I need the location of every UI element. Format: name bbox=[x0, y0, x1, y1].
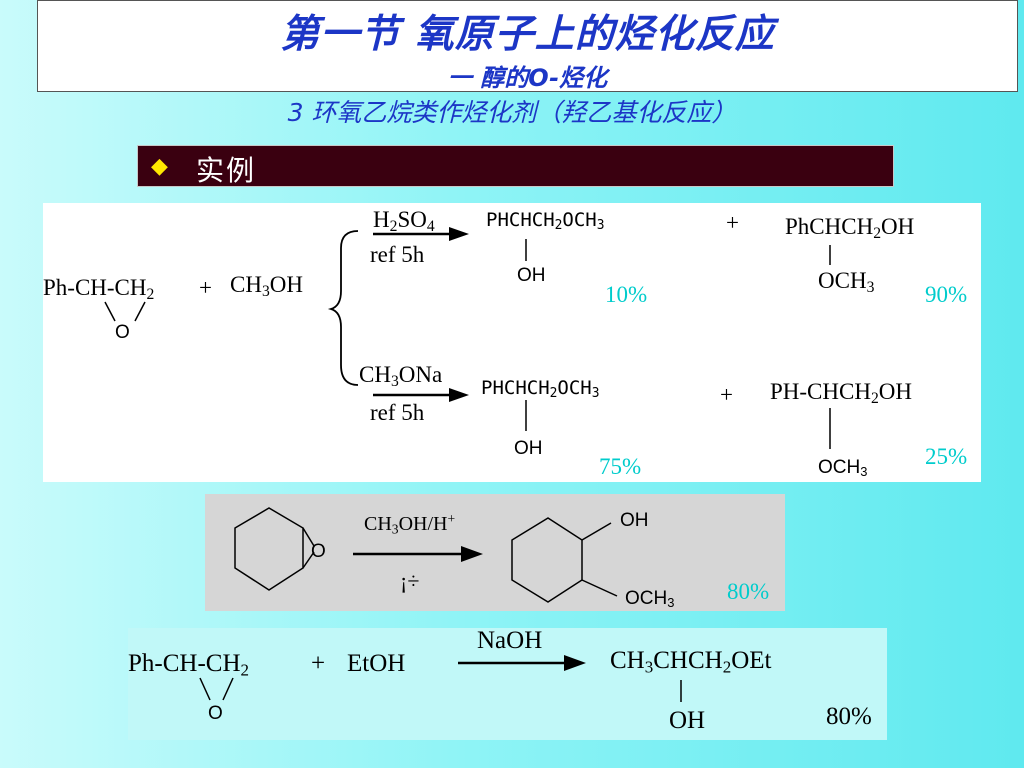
section-heading: 3 环氧乙烷类作烃化剂（羟乙基化反应） bbox=[287, 98, 737, 127]
condition-ch3ona: CH3ONa bbox=[359, 362, 443, 390]
plus-sign: + bbox=[199, 275, 212, 300]
reaction-panel-1: Ph-CH-CH2 O + CH3OH H2SO4 ref 5h PHCHCH2… bbox=[43, 203, 981, 482]
plus-sign: + bbox=[311, 650, 326, 677]
condition-ch3oh-h: CH3OH/H+ bbox=[364, 511, 456, 537]
methanol-formula: CH3OH bbox=[230, 272, 303, 300]
arrow-head-icon bbox=[564, 655, 586, 671]
plus-sign: + bbox=[726, 210, 739, 235]
reaction-panel-2: O CH3OH/H+ ¡÷ OH OCH3 80% bbox=[205, 494, 785, 611]
plus-sign: + bbox=[720, 382, 733, 407]
product-oh: OH bbox=[620, 510, 649, 531]
yield-75: 75% bbox=[599, 454, 642, 479]
condition-symbol: ¡÷ bbox=[400, 568, 420, 593]
cyclohexane-ring-icon bbox=[234, 507, 304, 591]
example-label: 实例 bbox=[196, 154, 257, 187]
product-2a-oh: OH bbox=[514, 438, 543, 459]
product-1b-och3: OCH3 bbox=[818, 268, 875, 296]
yield-80: 80% bbox=[727, 579, 770, 604]
product-formula: CH3CHCH2OEt bbox=[610, 647, 772, 677]
product-1a-oh: OH bbox=[517, 265, 546, 286]
product-2b-och3: OCH3 bbox=[818, 457, 868, 480]
yield-25: 25% bbox=[925, 444, 968, 469]
product-2b: PH-CHCH2OH bbox=[770, 379, 913, 407]
reaction-3-drawing bbox=[199, 655, 682, 702]
reaction-panel-3: Ph-CH-CH2 O + EtOH NaOH CH3CHCH2OEt OH 8… bbox=[128, 628, 887, 740]
condition-reflux: ref 5h bbox=[370, 400, 425, 425]
yield-90: 90% bbox=[925, 282, 968, 307]
brace-icon bbox=[327, 230, 359, 386]
product-2a: PHCHCH2OCH3 bbox=[481, 377, 600, 402]
title-box: 第一节 氧原子上的烃化反应 一 醇的O-烃化 bbox=[37, 0, 1018, 92]
styrene-oxide-formula: Ph-CH-CH2 bbox=[43, 275, 155, 303]
arrow-head-icon bbox=[449, 388, 469, 402]
arrow-head-icon bbox=[449, 227, 469, 241]
cyclohexane-ring-icon bbox=[511, 517, 583, 603]
ethanol-formula: EtOH bbox=[347, 650, 406, 677]
condition-reflux: ref 5h bbox=[370, 242, 425, 267]
product-oh: OH bbox=[669, 707, 706, 734]
diamond-bullet-icon: ◆ bbox=[151, 154, 168, 179]
product-och3: OCH3 bbox=[625, 588, 675, 611]
styrene-oxide-formula: Ph-CH-CH2 bbox=[128, 650, 250, 680]
reaction-1-drawing bbox=[104, 227, 831, 449]
yield-10: 10% bbox=[605, 282, 648, 307]
product-1a: PHCHCH2OCH3 bbox=[486, 209, 605, 234]
epoxide-oxygen: O bbox=[115, 322, 130, 343]
condition-h2so4: H2SO4 bbox=[373, 207, 435, 235]
example-bar: ◆ 实例 bbox=[137, 145, 894, 187]
yield-80: 80% bbox=[826, 703, 872, 730]
arrow-head-icon bbox=[461, 546, 483, 562]
product-1b: PhCHCH2OH bbox=[785, 214, 915, 242]
page-title: 第一节 氧原子上的烃化反应 bbox=[280, 12, 775, 57]
condition-naoh: NaOH bbox=[477, 627, 543, 654]
reaction-2-drawing bbox=[234, 507, 618, 603]
epoxide-oxygen: O bbox=[311, 541, 326, 562]
page-subtitle: 一 醇的O-烃化 bbox=[447, 64, 608, 92]
epoxide-oxygen: O bbox=[208, 703, 223, 724]
